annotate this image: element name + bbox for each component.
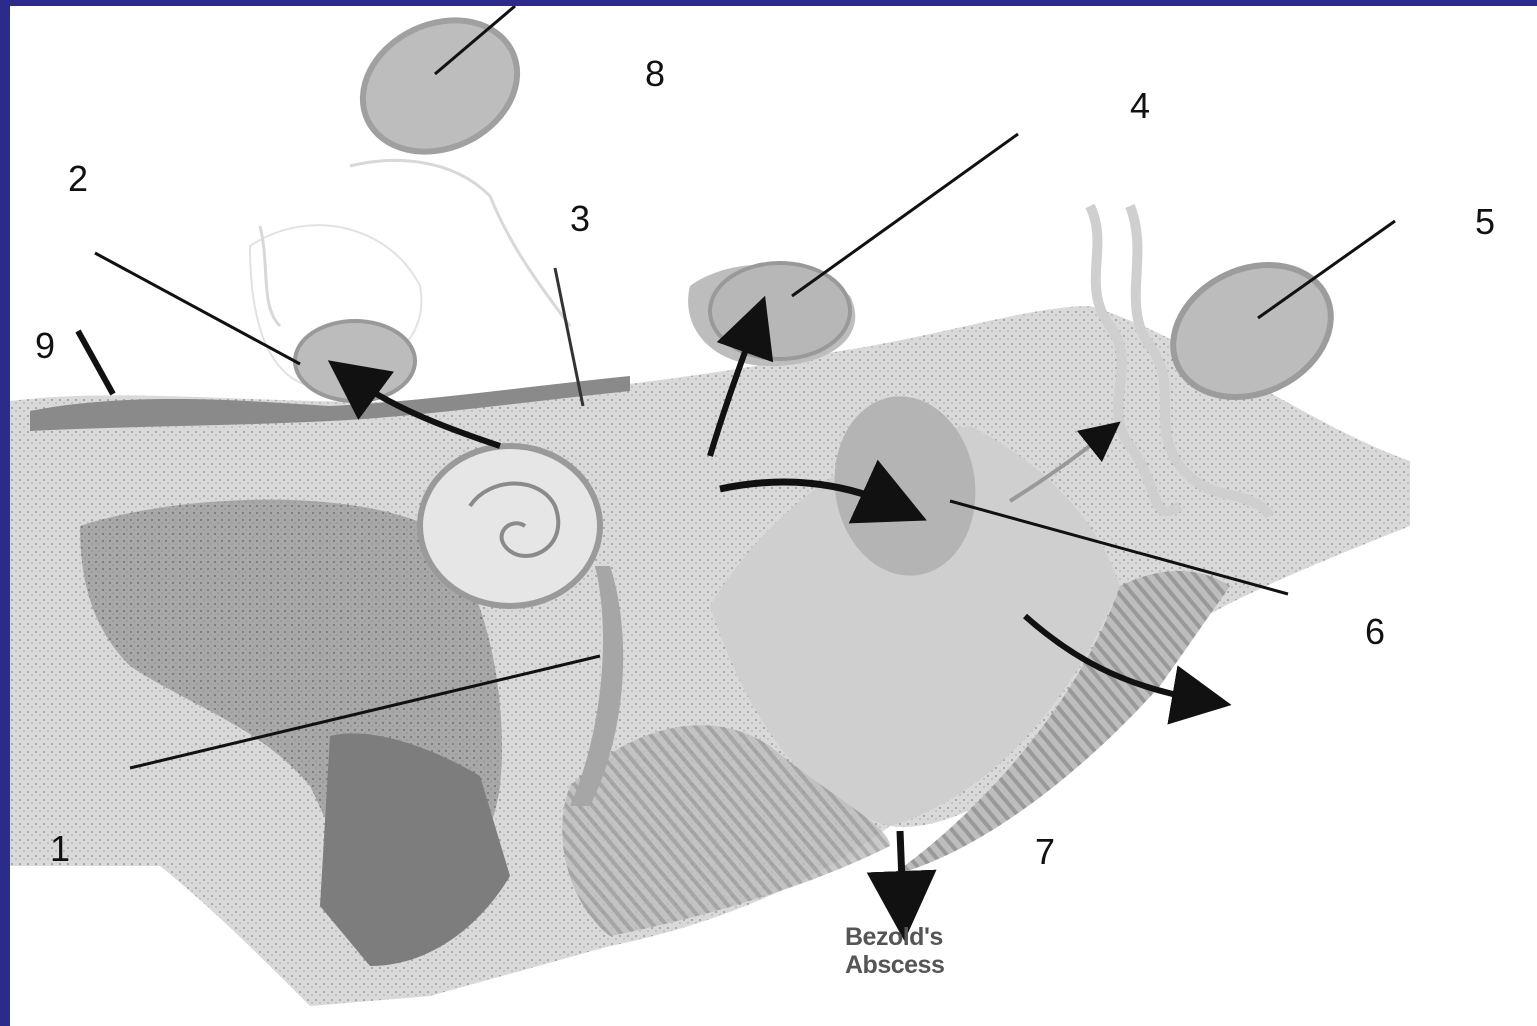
bezold-caption-line-2: Abscess [845, 952, 944, 980]
label-9: 9 [35, 328, 55, 364]
label-7: 7 [1035, 834, 1055, 870]
label-4: 4 [1130, 88, 1150, 124]
anatomical-illustration [10, 6, 1537, 1026]
temporal-lobe-abscess [341, 6, 538, 176]
label-3: 3 [570, 201, 590, 237]
extradural-abscess [295, 321, 415, 401]
label-1: 1 [50, 831, 70, 867]
cerebellar-abscess [710, 263, 850, 359]
bezold-caption-line-1: Bezold's [845, 924, 944, 952]
label-5: 5 [1475, 204, 1495, 240]
leader-line-9 [78, 331, 113, 394]
leader-line-4 [792, 134, 1018, 296]
label-2: 2 [68, 161, 88, 197]
diagram-canvas: 1 2 3 4 5 6 7 8 9 Bezold's Abscess [10, 6, 1537, 1026]
label-8: 8 [645, 56, 665, 92]
bezold-caption: Bezold's Abscess [845, 924, 944, 979]
arrow-to-bezold [900, 831, 903, 906]
label-6: 6 [1365, 614, 1385, 650]
